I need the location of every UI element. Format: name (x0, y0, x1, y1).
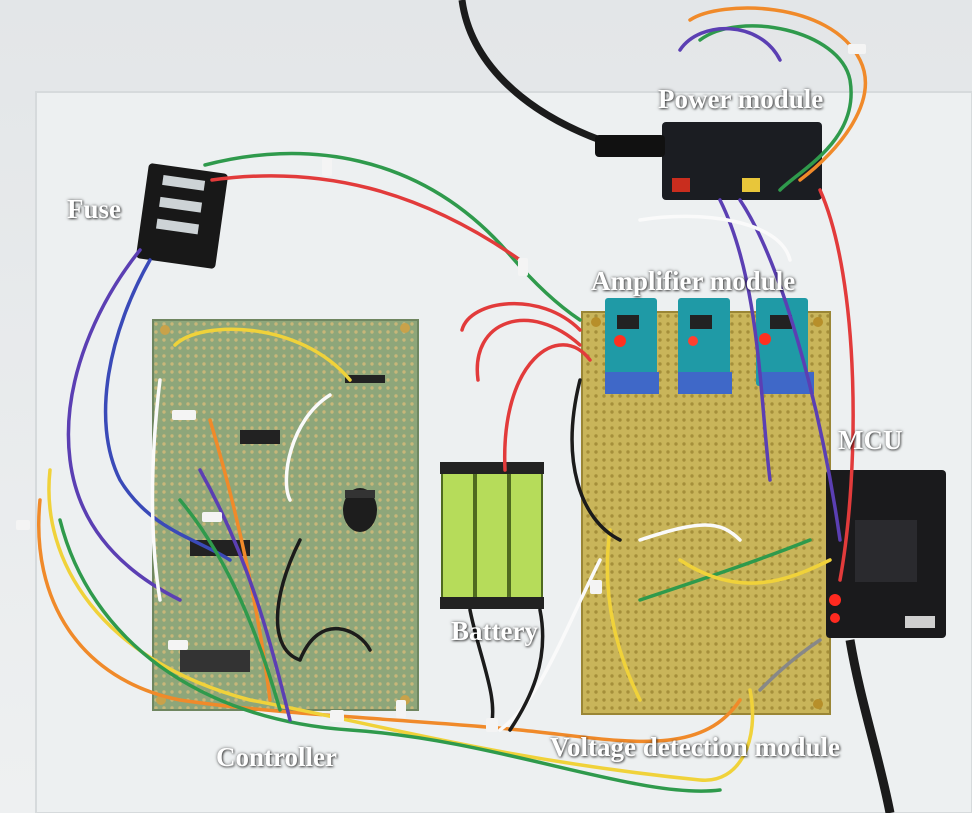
label-power-module: Power module (658, 84, 824, 114)
label-mcu: MCU (838, 425, 903, 455)
label-controller: Controller (216, 742, 337, 772)
label-voltage-detection-module: Voltage detection module (550, 732, 840, 762)
amplifier-modules (605, 298, 814, 394)
label-amplifier-module: Amplifier module (591, 266, 796, 296)
fuse-holder (136, 163, 228, 269)
mcu-usb-cable (845, 639, 895, 813)
batteries (440, 462, 544, 609)
label-battery: Battery (451, 616, 538, 646)
cable-ties (16, 44, 866, 732)
label-fuse: Fuse (67, 194, 121, 224)
capacitor (343, 488, 377, 532)
power-cable (458, 0, 641, 154)
power-module-board (662, 122, 822, 200)
